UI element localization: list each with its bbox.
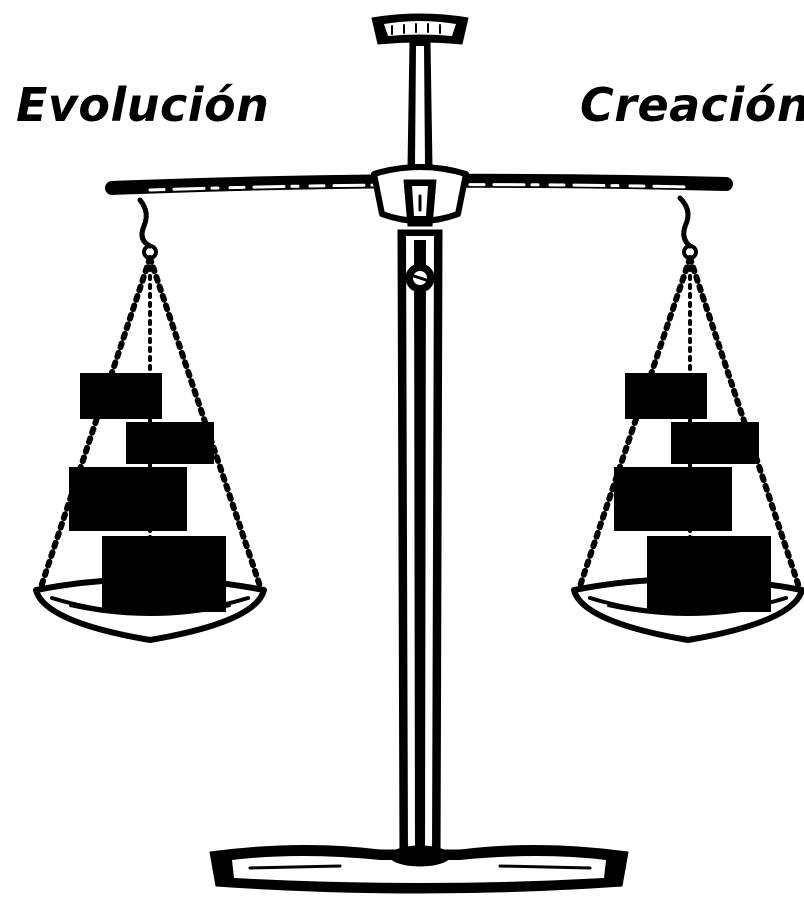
- right-block-3: [614, 467, 732, 531]
- scale-top-handle: [372, 14, 468, 168]
- right-pan-blocks: [614, 373, 771, 612]
- right-block-2: [671, 422, 759, 464]
- left-block-2: [126, 422, 214, 464]
- left-block-3: [69, 467, 187, 531]
- scale-base: [210, 845, 628, 893]
- left-block-1: [80, 373, 162, 419]
- right-label: Creación: [580, 78, 804, 132]
- scale-column: [398, 230, 442, 860]
- scale-beam: [112, 167, 726, 226]
- right-block-4: [647, 536, 771, 612]
- right-block-1: [625, 373, 707, 419]
- left-block-4: [102, 536, 226, 612]
- left-label: Evolución: [16, 78, 269, 132]
